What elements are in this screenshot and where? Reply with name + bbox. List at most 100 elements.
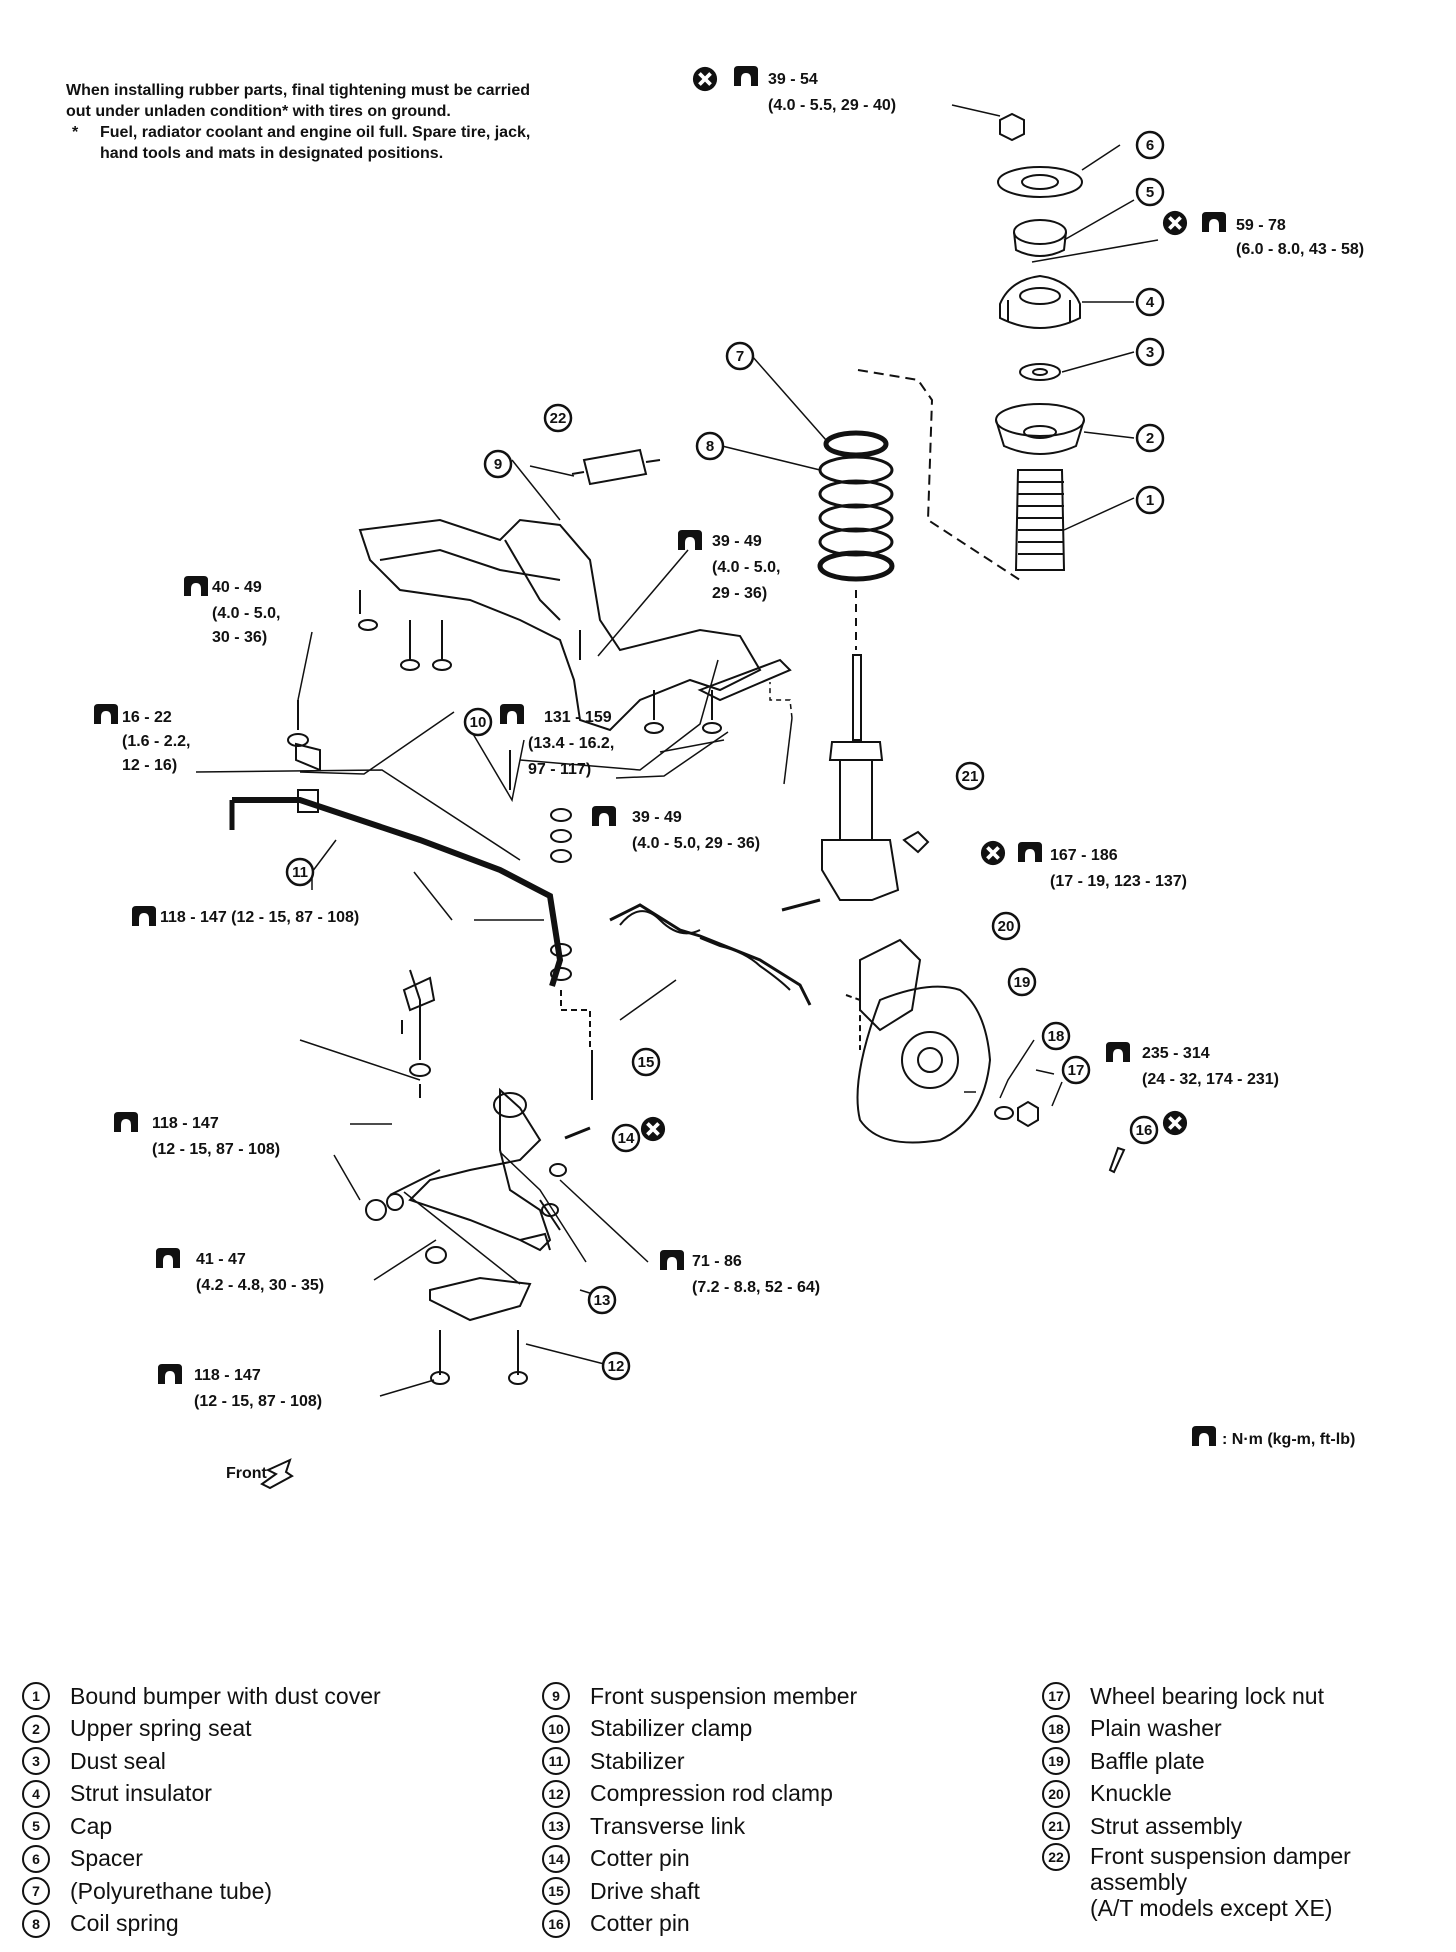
- legend-number: 2: [22, 1714, 50, 1743]
- legend-text: Strut assembly: [1090, 1812, 1243, 1839]
- torque-t8-value: 167 - 186: [1050, 847, 1118, 864]
- torque-t6-sub: (13.4 - 16.2,: [528, 735, 614, 752]
- wrench-icon: [678, 530, 702, 550]
- torque-t6-value: 131 - 159: [544, 709, 612, 726]
- torque-t3-sub2: 29 - 36): [712, 585, 767, 602]
- callout-number: 1: [1146, 492, 1154, 509]
- callout-number: 5: [1146, 184, 1154, 201]
- replace-mark-icon: [692, 66, 718, 92]
- note-line-2: Fuel, radiator coolant and engine oil fu…: [100, 124, 531, 162]
- torque-t14-value: 118 - 147: [194, 1367, 261, 1384]
- callout-number: 14: [618, 1130, 635, 1147]
- callout-8: 8: [695, 431, 725, 461]
- replace-mark-icon: [980, 840, 1006, 866]
- legend-item: 22 Front suspension damper assembly (A/T…: [1042, 1842, 1351, 1921]
- legend-number: 21: [1042, 1812, 1070, 1841]
- torque-spec-labels: 39 - 54 (4.0 - 5.5, 29 - 40) 59 - 78 (6.…: [122, 71, 1364, 1482]
- wrench-icon: [184, 576, 208, 596]
- torque-t3-value: 39 - 49: [712, 533, 762, 550]
- wrench-icon: [1192, 1426, 1216, 1446]
- legend-number: 17: [1042, 1682, 1070, 1711]
- footnote-star: *: [72, 124, 79, 141]
- legend-text: Stabilizer clamp: [590, 1715, 753, 1742]
- callout-number: 6: [1146, 137, 1154, 154]
- callout-21: 21: [955, 761, 985, 791]
- front-label: Front: [226, 1465, 268, 1482]
- note-line-1: When installing rubber parts, final tigh…: [66, 82, 531, 120]
- torque-t12-sub: (4.2 - 4.8, 30 - 35): [196, 1277, 324, 1294]
- callout-number: 18: [1048, 1028, 1065, 1045]
- wrench-icon: [592, 806, 616, 826]
- callout-13: 13: [587, 1285, 617, 1315]
- torque-t8-sub: (17 - 19, 123 - 137): [1050, 873, 1187, 890]
- torque-t10-sub: (24 - 32, 174 - 231): [1142, 1071, 1279, 1088]
- torque-t1-value: 39 - 54: [768, 71, 818, 88]
- callout-6: 6: [1135, 130, 1165, 160]
- legend-text: Cotter pin: [590, 1910, 690, 1937]
- callout-number: 3: [1146, 344, 1154, 361]
- torque-t2-value: 59 - 78: [1236, 217, 1286, 234]
- torque-t4-sub: (4.0 - 5.0,: [212, 605, 280, 622]
- torque-t1-sub: (4.0 - 5.5, 29 - 40): [768, 97, 896, 114]
- torque-t12-value: 41 - 47: [196, 1251, 246, 1268]
- torque-t5-value: 16 - 22: [122, 709, 172, 726]
- callout-number: 2: [1146, 430, 1154, 447]
- wrench-icon: [500, 704, 524, 724]
- callout-number: 12: [608, 1358, 625, 1375]
- legend-number: 8: [22, 1909, 50, 1938]
- legend-item: 16 Cotter pin: [542, 1908, 857, 1941]
- callout-7: 7: [725, 341, 755, 371]
- callout-4: 4: [1135, 287, 1165, 317]
- installation-note: When installing rubber parts, final tigh…: [66, 80, 536, 164]
- torque-icons: [94, 66, 1226, 1446]
- callout-12: 12: [601, 1351, 631, 1381]
- replace-mark-icon: [1162, 1110, 1188, 1136]
- legend-text: Cap: [70, 1812, 113, 1839]
- torque-t11-sub: (12 - 15, 87 - 108): [152, 1141, 280, 1158]
- suspension-exploded-diagram: 39 - 54 (4.0 - 5.5, 29 - 40) 59 - 78 (6.…: [94, 66, 1364, 1490]
- torque-t13-sub: (7.2 - 8.8, 52 - 64): [692, 1279, 820, 1296]
- wrench-icon: [156, 1248, 180, 1268]
- wrench-icon: [734, 66, 758, 86]
- callout-1: 1: [1135, 485, 1165, 515]
- torque-t7-sub: (4.0 - 5.0, 29 - 36): [632, 835, 760, 852]
- callout-number: 13: [594, 1292, 611, 1309]
- legend-number: 9: [542, 1682, 570, 1711]
- torque-t2-sub: (6.0 - 8.0, 43 - 58): [1236, 241, 1364, 258]
- callout-5: 5: [1135, 177, 1165, 207]
- torque-t10-value: 235 - 314: [1142, 1045, 1210, 1062]
- legend-number: 1: [22, 1682, 50, 1711]
- legend-number: 12: [542, 1779, 570, 1808]
- legend-number: 5: [22, 1812, 50, 1841]
- legend-text-line-3: (A/T models except XE): [1090, 1894, 1333, 1921]
- legend-number: 18: [1042, 1714, 1070, 1743]
- callout-20: 20: [991, 911, 1021, 941]
- legend-text: Strut insulator: [70, 1780, 212, 1807]
- legend-text: Cotter pin: [590, 1845, 690, 1872]
- legend-number: 15: [542, 1877, 570, 1906]
- torque-t14-sub: (12 - 15, 87 - 108): [194, 1393, 322, 1410]
- unit-key: : N·m (kg-m, ft-lb): [1222, 1431, 1355, 1448]
- legend-text: (Polyurethane tube): [70, 1877, 273, 1904]
- callout-number: 10: [470, 714, 487, 731]
- wrench-icon: [158, 1364, 182, 1384]
- callout-number: 20: [998, 918, 1015, 935]
- callout-number: 21: [962, 768, 979, 785]
- torque-t6-sub2: 97 - 117): [528, 761, 591, 778]
- callout-number: 22: [550, 410, 567, 427]
- torque-t3-sub: (4.0 - 5.0,: [712, 559, 780, 576]
- callout-9: 9: [483, 449, 513, 479]
- legend-number: 16: [542, 1909, 570, 1938]
